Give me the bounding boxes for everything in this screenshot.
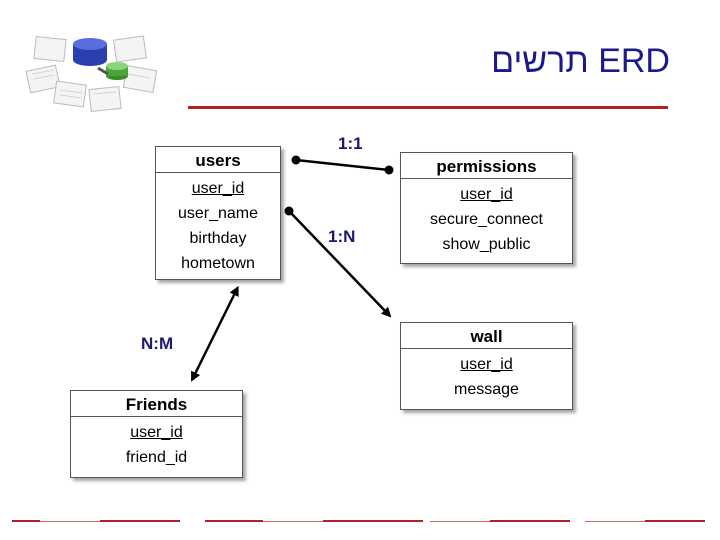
- entity-permissions-name: permissions: [401, 153, 572, 179]
- relation-label-many-to-many: N:M: [141, 334, 174, 353]
- users-attr-user-name: user_name: [177, 205, 259, 222]
- wall-attr-user-id: user_id: [460, 356, 513, 373]
- title-rule: [188, 106, 668, 109]
- permissions-attr-secure-connect: secure_connect: [430, 211, 543, 228]
- users-attr-user-id: user_id: [191, 180, 245, 197]
- entity-users: users user_id user_name birthday hometow…: [155, 146, 281, 280]
- connector-many-to-many: [190, 285, 239, 382]
- connector-one-to-one-end-dot: [384, 165, 394, 175]
- footer-decoration: [12, 520, 705, 522]
- entity-friends: Friends user_id friend_id: [70, 390, 243, 478]
- connector-one-to-one: [295, 158, 390, 172]
- entity-wall: wall user_id message: [400, 322, 573, 410]
- relation-label-one-to-one: 1:1: [338, 134, 363, 153]
- connector-one-to-many: [288, 210, 392, 318]
- permissions-attr-show-public: show_public: [442, 236, 531, 253]
- friends-attr-friend-id: friend_id: [125, 449, 188, 466]
- users-attr-birthday: birthday: [189, 230, 247, 247]
- friends-attr-user-id: user_id: [130, 424, 183, 441]
- entity-friends-name: Friends: [71, 391, 242, 417]
- users-attr-hometown: hometown: [181, 255, 255, 272]
- page-title: ERD תרשים: [491, 42, 670, 80]
- database-logo-icon: [25, 35, 158, 113]
- relation-label-one-to-many: 1:N: [328, 227, 356, 246]
- connector-one-to-one-start-dot: [291, 155, 301, 165]
- entity-users-name: users: [156, 147, 280, 173]
- connector-one-to-many-start-dot: [284, 206, 294, 216]
- wall-attr-message: message: [454, 381, 519, 398]
- entity-wall-name: wall: [401, 323, 572, 349]
- entity-permissions: permissions user_id secure_connect show_…: [400, 152, 573, 264]
- permissions-attr-user-id: user_id: [460, 186, 513, 203]
